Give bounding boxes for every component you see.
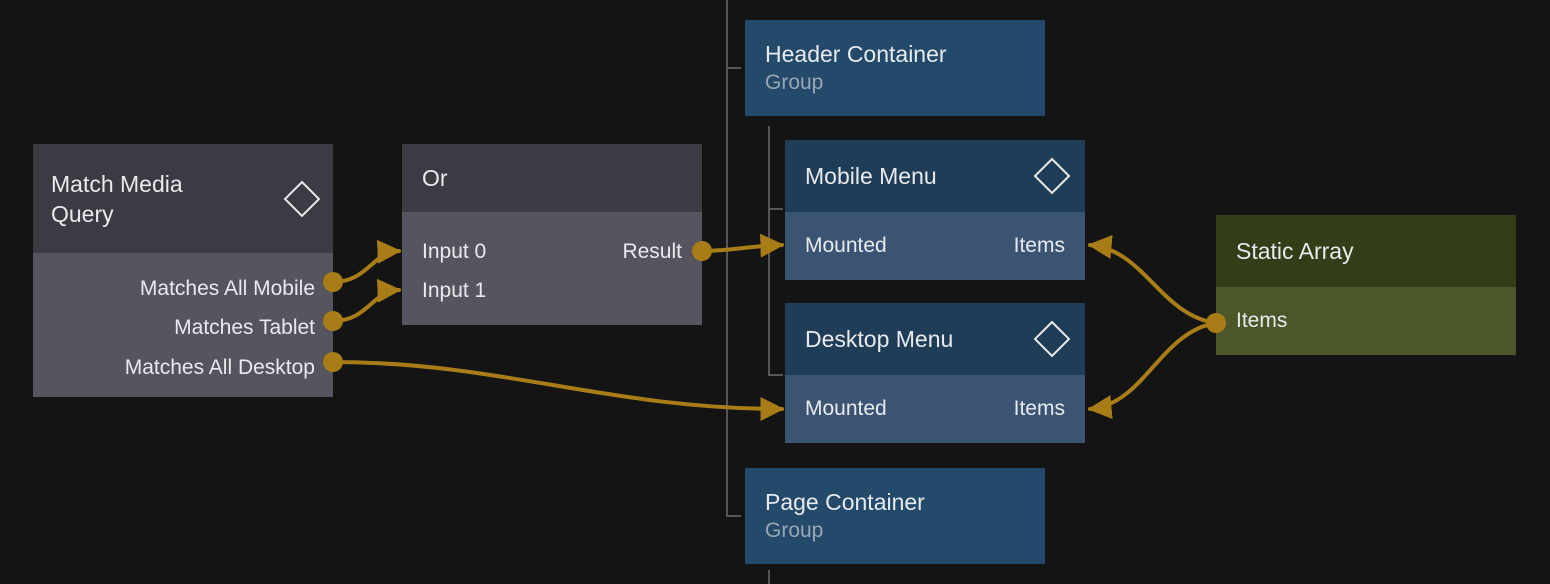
tree-line-inner-vertical (768, 126, 770, 376)
node-title: Page Container (765, 489, 925, 515)
node-mobile-menu[interactable]: Mobile Menu Mounted Items (785, 140, 1085, 280)
edge-matches-tablet-to-or-input-1 (331, 278, 402, 323)
node-body-or: Input 0 Result Input 1 (402, 212, 702, 325)
node-header-container[interactable]: Header Container Group (745, 20, 1045, 116)
tree-line-branch-desktop-menu (768, 374, 783, 376)
port-label-matches-tablet: Matches Tablet (174, 315, 315, 339)
node-subtitle: Group (765, 71, 824, 94)
port-label-result: Result (622, 239, 682, 263)
port-label-input-0: Input 0 (422, 239, 487, 263)
node-page-container[interactable]: Page Container Group (745, 468, 1045, 564)
output-row-matches-tablet[interactable]: Matches Tablet (33, 308, 333, 347)
node-header-match-media-query: Match Media Query (33, 144, 333, 253)
port-label-items: Items (1013, 397, 1065, 420)
node-header-desktop-menu: Desktop Menu (785, 303, 1085, 375)
output-row-matches-all-desktop[interactable]: Matches All Desktop (33, 347, 333, 388)
node-header-header-container: Header Container Group (745, 20, 1045, 116)
node-header-static-array: Static Array (1216, 215, 1516, 287)
node-title: Desktop Menu (805, 326, 954, 352)
port-row-or-1[interactable]: Input 1 (402, 271, 702, 310)
node-body-desktop-menu: Mounted Items (785, 375, 1085, 443)
edge-matches-all-mobile-to-or-input-0 (331, 239, 402, 284)
node-title: Static Array (1236, 238, 1354, 264)
port-label-input-1: Input 1 (422, 278, 487, 302)
node-subtitle: Group (765, 519, 824, 542)
node-body-mobile-menu: Mounted Items (785, 212, 1085, 280)
node-header-page-container: Page Container Group (745, 468, 1045, 564)
port-label-items: Items (1236, 309, 1288, 332)
diamond-icon (283, 180, 321, 217)
node-match-media-query[interactable]: Match Media Query Matches All Mobile Mat… (33, 144, 333, 397)
node-title: Match Media Query (51, 170, 183, 227)
edge-static-array-items-to-desktop-menu-items (1087, 321, 1218, 419)
port-label-mounted: Mounted (805, 234, 887, 257)
edge-or-result-to-mobile-menu-mounted (700, 233, 785, 258)
node-header-mobile-menu: Mobile Menu (785, 140, 1085, 212)
port-label-matches-all-mobile: Matches All Mobile (139, 276, 315, 300)
tree-line-outer-vertical (726, 0, 728, 517)
port-row-or-0[interactable]: Input 0 Result (402, 232, 702, 271)
tree-line-bottom-stub (768, 570, 770, 584)
port-label-items: Items (1013, 234, 1065, 257)
port-label-mounted: Mounted (805, 397, 887, 420)
port-row-mobile-menu-0[interactable]: Mounted Items (785, 212, 1085, 280)
port-row-desktop-menu-0[interactable]: Mounted Items (785, 375, 1085, 443)
output-row-matches-all-mobile[interactable]: Matches All Mobile (33, 269, 333, 308)
port-label-matches-all-desktop: Matches All Desktop (124, 355, 315, 379)
tree-line-branch-page-container (726, 515, 741, 517)
diamond-icon (1033, 157, 1071, 195)
tree-line-branch-mobile-menu (768, 208, 783, 210)
node-static-array[interactable]: Static Array Items (1216, 215, 1516, 355)
port-row-static-array-0[interactable]: Items (1216, 287, 1516, 355)
node-body-match-media-query: Matches All Mobile Matches Tablet Matche… (33, 253, 333, 397)
tree-line-branch-header-container (726, 67, 741, 69)
node-body-static-array: Items (1216, 287, 1516, 355)
edge-matches-all-desktop-to-desktop-menu-mounted (331, 360, 785, 421)
node-title: Mobile Menu (805, 163, 937, 189)
node-desktop-menu[interactable]: Desktop Menu Mounted Items (785, 303, 1085, 443)
node-title: Or (422, 165, 448, 191)
node-title: Header Container (765, 41, 947, 67)
diamond-icon (1033, 320, 1071, 358)
edge-static-array-items-to-mobile-menu-items (1087, 235, 1218, 325)
node-header-or: Or (402, 144, 702, 212)
node-or[interactable]: Or Input 0 Result Input 1 (402, 144, 702, 325)
